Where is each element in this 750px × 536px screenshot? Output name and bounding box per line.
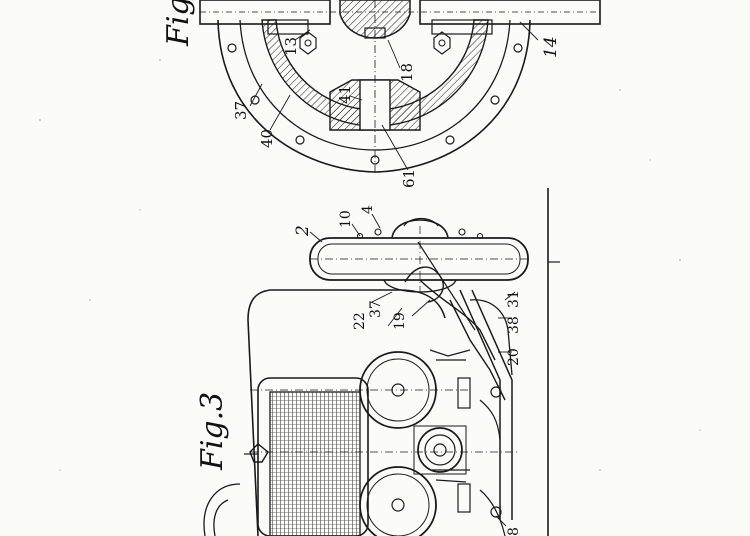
fig3-label-19: 19 — [392, 312, 408, 330]
wheel-bolts — [356, 228, 484, 240]
pivot-upper — [490, 386, 502, 398]
front-wheel — [309, 217, 529, 293]
radiator-grille — [269, 391, 361, 536]
pivot-lower — [490, 506, 502, 518]
fig3-label-22: 22 — [352, 312, 368, 330]
bracket-left — [267, 19, 309, 35]
fig2-title: Fig — [161, 0, 196, 47]
hub-cap — [391, 219, 449, 239]
fig3-label-2: 2 — [293, 225, 313, 237]
fig2-label-18: 18 — [398, 63, 416, 82]
radiator-emblem — [249, 443, 269, 463]
bracket-right — [431, 19, 493, 35]
figure-2: Fig 13 18 14 41 37 40 61 — [161, 0, 601, 188]
fig3-label-8: 8 — [506, 527, 522, 536]
shackle-lower — [457, 483, 471, 513]
axle-beam — [459, 289, 513, 520]
body-outline — [247, 289, 446, 536]
fig2-label-13: 13 — [282, 37, 300, 56]
drag-link — [469, 299, 513, 376]
fig2-label-14: 14 — [541, 36, 561, 58]
lower-rod — [479, 489, 506, 536]
brake-rod — [479, 399, 501, 441]
fig3-title: Fig.3 — [195, 392, 230, 471]
spring-clip-lower — [432, 469, 470, 483]
kingpin-axis — [417, 241, 476, 331]
nut-right — [433, 31, 451, 55]
fig3-leaders — [309, 213, 516, 527]
steering-arm — [419, 279, 496, 361]
spring-clip-upper — [429, 349, 471, 361]
shackle-upper — [457, 377, 471, 409]
fender-curve — [213, 499, 229, 536]
brake-drum — [383, 279, 457, 293]
body-side — [203, 483, 241, 536]
fig3-label-20: 20 — [506, 348, 522, 366]
fig2-label-37: 37 — [232, 101, 250, 120]
radiator-shell — [257, 377, 369, 536]
headlamp-lower — [359, 466, 437, 536]
fig3-label-38: 38 — [506, 316, 522, 334]
figure-3: Fig.3 2 10 4 37 22 19 31 38 20 8 — [195, 188, 560, 536]
fig3-label-31: 31 — [506, 290, 522, 308]
paper-specks — [39, 59, 701, 471]
fig2-label-61: 61 — [400, 169, 418, 188]
fig3-label-37: 37 — [368, 300, 384, 318]
fig2-leaders — [249, 21, 539, 171]
fig3-label-10: 10 — [338, 210, 354, 228]
front-axle-hub — [413, 425, 467, 475]
fig2-label-40: 40 — [258, 129, 276, 148]
fig2-label-41: 41 — [336, 85, 354, 104]
fig3-label-4: 4 — [360, 205, 376, 214]
tie-rod — [449, 299, 506, 401]
